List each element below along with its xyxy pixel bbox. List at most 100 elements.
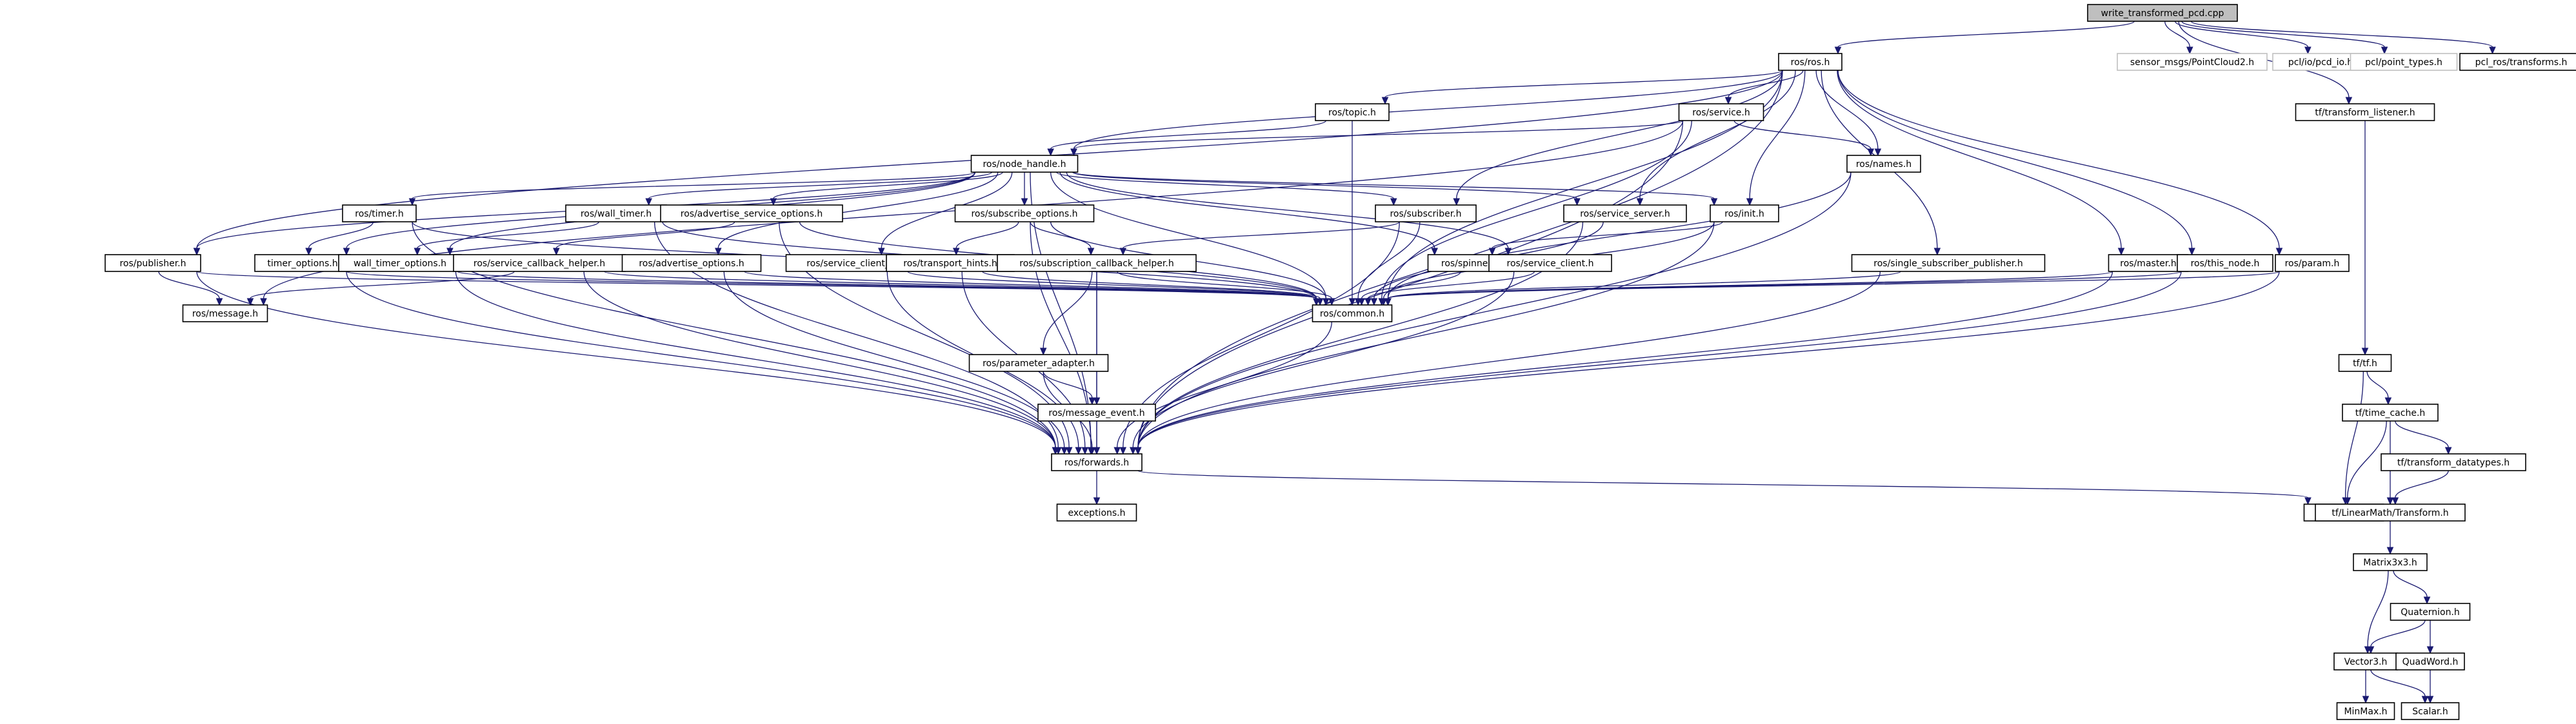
node-box [886, 254, 1015, 272]
node-ros-advertise-service-options-h[interactable]: ros/advertise_service_options.h [660, 204, 843, 222]
edge-timeropt-to-forwards [346, 271, 1056, 448]
arrowhead [414, 248, 421, 256]
node-ros-subscription-callback-helper-h[interactable]: ros/subscription_callback_helper.h [997, 254, 1197, 272]
node-box [2338, 354, 2392, 372]
node-box [2395, 652, 2465, 670]
arrowhead [446, 248, 454, 256]
node-ros-ros-h[interactable]: ros/ros.h [1778, 53, 1842, 71]
edge-timecache-to-exceptions2 [2347, 420, 2387, 498]
edge-subcbhelper-to-common [1117, 271, 1332, 299]
node-matrix3x3-h[interactable]: Matrix3x3.h [2353, 553, 2428, 571]
node-ros-service-callback-helper-h[interactable]: ros/service_callback_helper.h [453, 254, 626, 272]
node-tf-tf-h[interactable]: tf/tf.h [2338, 354, 2392, 372]
node-ros-message-h[interactable]: ros/message.h [182, 304, 268, 322]
node-ros-parameter-adapter-h[interactable]: ros/parameter_adapter.h [968, 354, 1109, 372]
node-ros-wall-timer-h[interactable]: ros/wall_timer.h [565, 204, 667, 222]
node-sensor-msgs-pointcloud2-h[interactable]: sensor_msgs/PointCloud2.h [2117, 53, 2268, 71]
node-ros-subscriber-h[interactable]: ros/subscriber.h [1375, 204, 1477, 222]
node-tf-time-cache-h[interactable]: tf/time_cache.h [2342, 404, 2439, 422]
node-ros-advertise-options-h[interactable]: ros/advertise_options.h [621, 254, 762, 272]
node-ros-topic-h[interactable]: ros/topic.h [1315, 103, 1390, 121]
node-box [2336, 702, 2395, 720]
node-tf-transform-listener-h[interactable]: tf/transform_listener.h [2295, 103, 2435, 121]
edge-ros-to-master [1837, 70, 2122, 249]
node-ros-names-h[interactable]: ros/names.h [1846, 155, 1921, 173]
node-ros-this-node-h[interactable]: ros/this_node.h [2177, 254, 2273, 272]
node-quaternion-h[interactable]: Quaternion.h [2390, 603, 2471, 621]
node-minmax-h[interactable]: MinMax.h [2336, 702, 2395, 720]
edge-topic-to-nodehandle [1050, 120, 1327, 150]
edge-walltimeropt-to-common [457, 271, 1317, 299]
arrowhead [1047, 148, 1054, 157]
node-vector3-h[interactable]: Vector3.h [2333, 652, 2398, 670]
node-box [2087, 4, 2238, 22]
node-box [1488, 254, 1612, 272]
node-pcl-io-pcd-io-h[interactable]: pcl/io/pcd_io.h [2272, 53, 2369, 71]
node-ros-node-handle-h[interactable]: ros/node_handle.h [970, 155, 1079, 173]
node-tf-linearmath-transform-h[interactable]: tf/LinearMath/Transform.h [2315, 504, 2466, 522]
node-scalar-h[interactable]: Scalar.h [2401, 702, 2460, 720]
node-pcl-point-types-h[interactable]: pcl/point_types.h [2350, 53, 2458, 71]
edge-root-to-pclrostf [2190, 21, 2493, 48]
arrowhead [1093, 447, 1101, 455]
edge-ros-to-param [1837, 70, 2280, 249]
node-ros-master-h[interactable]: ros/master.h [2108, 254, 2189, 272]
node-box [1846, 155, 1921, 173]
node-label: ros/ros.h [1791, 57, 1830, 68]
node-quadword-h[interactable]: QuadWord.h [2395, 652, 2465, 670]
arrowhead [2361, 347, 2369, 356]
node-box [2275, 254, 2350, 272]
node-ros-transport-hints-h[interactable]: ros/transport_hints.h [886, 254, 1015, 272]
arrowhead [1358, 298, 1365, 306]
arrowhead [305, 248, 312, 256]
edge-singlesubpub-to-forwards [1137, 271, 1881, 448]
arrowhead [1636, 198, 1644, 206]
edge-root-to-pc2 [2164, 21, 2190, 48]
node-timer-options-h[interactable]: timer_options.h [254, 254, 351, 272]
node-ros-publisher-h[interactable]: ros/publisher.h [105, 254, 201, 272]
node-ros-service-h[interactable]: ros/service.h [1678, 103, 1764, 121]
arrowhead [2345, 97, 2353, 105]
node-wall-timer-options-h[interactable]: wall_timer_options.h [338, 254, 462, 272]
arrowhead [1087, 248, 1095, 256]
arrowhead [1039, 347, 1047, 356]
node-label: ros/subscription_callback_helper.h [1019, 259, 1173, 269]
node-ros-timer-h[interactable]: ros/timer.h [342, 204, 417, 222]
node-exceptions-h[interactable]: exceptions.h [1056, 504, 1137, 522]
node-box [2342, 404, 2439, 422]
arrowhead [1380, 298, 1387, 306]
edge-srvclient-to-forwards [1132, 271, 1515, 448]
arrowhead [2275, 248, 2283, 256]
node-label: timer_options.h [267, 259, 337, 269]
edge-spinner-to-common [1361, 271, 1462, 299]
arrowhead [1504, 248, 1512, 256]
node-ros-forwards-h[interactable]: ros/forwards.h [1051, 453, 1143, 471]
node-ros-message-event-h[interactable]: ros/message_event.h [1037, 404, 1156, 422]
arrowhead [2384, 397, 2392, 406]
node-ros-common-h[interactable]: ros/common.h [1312, 304, 1393, 322]
node-box [342, 204, 417, 222]
node-label: Matrix3x3.h [2363, 558, 2417, 568]
node-label: ros/advertise_options.h [639, 259, 744, 269]
node-label: ros/timer.h [355, 209, 403, 219]
node-ros-init-h[interactable]: ros/init.h [1710, 204, 1779, 222]
node-box [2295, 103, 2435, 121]
arrowhead [715, 248, 722, 256]
node-ros-single-subscriber-publisher-h[interactable]: ros/single_subscriber_publisher.h [1851, 254, 2046, 272]
edge-init-to-spinner [1492, 221, 1723, 249]
arrowhead [553, 248, 560, 256]
node-ros-subscribe-options-h[interactable]: ros/subscribe_options.h [954, 204, 1095, 222]
node-box [954, 204, 1095, 222]
node-ros-service-server-h[interactable]: ros/service_server.h [1563, 204, 1687, 222]
node-pcl-ros-transforms-h[interactable]: pcl_ros/transforms.h [2459, 53, 2576, 71]
edge-timecache-to-tfdatatypes [2395, 420, 2449, 448]
node-ros-param-h[interactable]: ros/param.h [2275, 254, 2350, 272]
node-box [2390, 603, 2471, 621]
node-write-transformed-pcd-cpp[interactable]: write_transformed_pcd.cpp [2087, 4, 2238, 22]
node-label: ros/advertise_service_options.h [681, 209, 823, 219]
arrowhead [1070, 148, 1077, 157]
node-ros-service-client-h[interactable]: ros/service_client.h [1488, 254, 1612, 272]
node-tf-transform-datatypes-h[interactable]: tf/transform_datatypes.h [2381, 453, 2526, 471]
arrowhead [1113, 447, 1121, 455]
edge-ros-to-subscriber [1456, 70, 1783, 199]
